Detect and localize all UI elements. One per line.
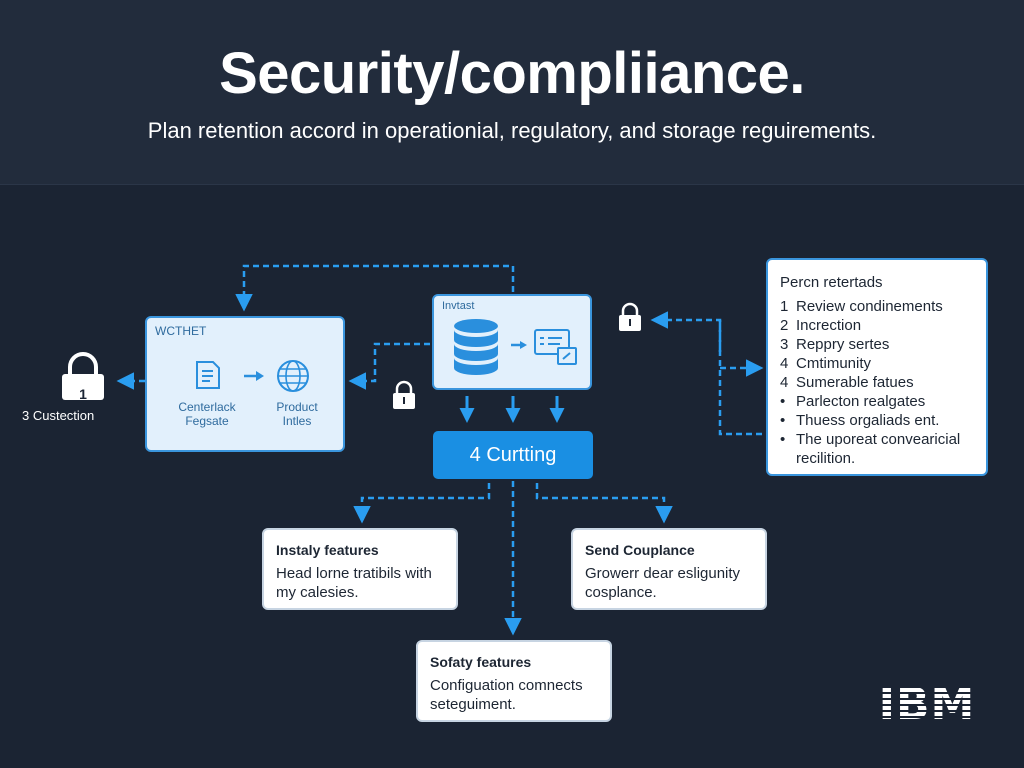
center-process-button[interactable]: 4 Curtting	[433, 431, 593, 479]
panel-left-label: WCTHET	[155, 324, 207, 338]
card-title: Send Couplance	[585, 542, 695, 558]
list-item: •Parlecton realgates	[780, 393, 926, 410]
screen-icon	[534, 329, 577, 365]
connector-list-to-lock	[650, 311, 722, 352]
list-item: •The uporeat convearicial	[780, 431, 961, 448]
list-title: Percn retertads	[780, 274, 883, 291]
connector-left-branch	[353, 483, 491, 524]
ibm-logo: IBM	[866, 682, 988, 728]
connector-right-branch	[535, 483, 673, 524]
node-label-2: Product Intles	[276, 400, 318, 428]
page-subtitle: Plan retention accord in operationial, r…	[147, 118, 877, 143]
lock-caption: 3 Custection	[22, 408, 95, 423]
card-body: Configuation comnects seteguiment.	[430, 677, 583, 713]
card-title: Instaly features	[276, 542, 379, 558]
connector-list-loop	[718, 320, 766, 436]
card-feature-3: Sofaty features Configuation comnects se…	[416, 640, 612, 722]
arrow-icon	[511, 341, 527, 349]
node-label-1: Centerlack Fegsate	[178, 400, 236, 428]
card-feature-2: Send Couplance Growerr dear esligunity c…	[571, 528, 767, 610]
lock-icon	[393, 380, 415, 409]
card-body: Head lorne tratibils with my calesies.	[276, 565, 432, 601]
document-icon	[196, 361, 220, 389]
connector-panel-top-to-left	[348, 342, 430, 390]
card-body: Growerr dear esligunity cosplance.	[585, 565, 741, 601]
page-title: Security/compliiance.	[219, 41, 805, 106]
card-feature-1: Instaly features Head lorne tratibils wi…	[262, 528, 458, 610]
panel-left: WCTHET Centerlack Fegsate Product Intles	[145, 316, 345, 452]
arrow-icon	[244, 371, 264, 381]
lock-icon	[619, 302, 641, 331]
list-item: •Thuess orgaliads ent.	[780, 412, 940, 429]
lock-icon	[62, 352, 104, 400]
lock-number: 1	[79, 386, 87, 402]
card-title: Sofaty features	[430, 654, 532, 670]
panel-top-label: Invtast	[442, 300, 475, 312]
database-icon	[454, 319, 498, 375]
globe-icon	[277, 360, 309, 392]
list-item: recilition.	[796, 450, 856, 467]
header-band: Security/compliiance. Plan retention acc…	[0, 0, 1024, 185]
connector-top-loop	[235, 264, 515, 312]
panel-top: Invtast	[432, 294, 592, 390]
